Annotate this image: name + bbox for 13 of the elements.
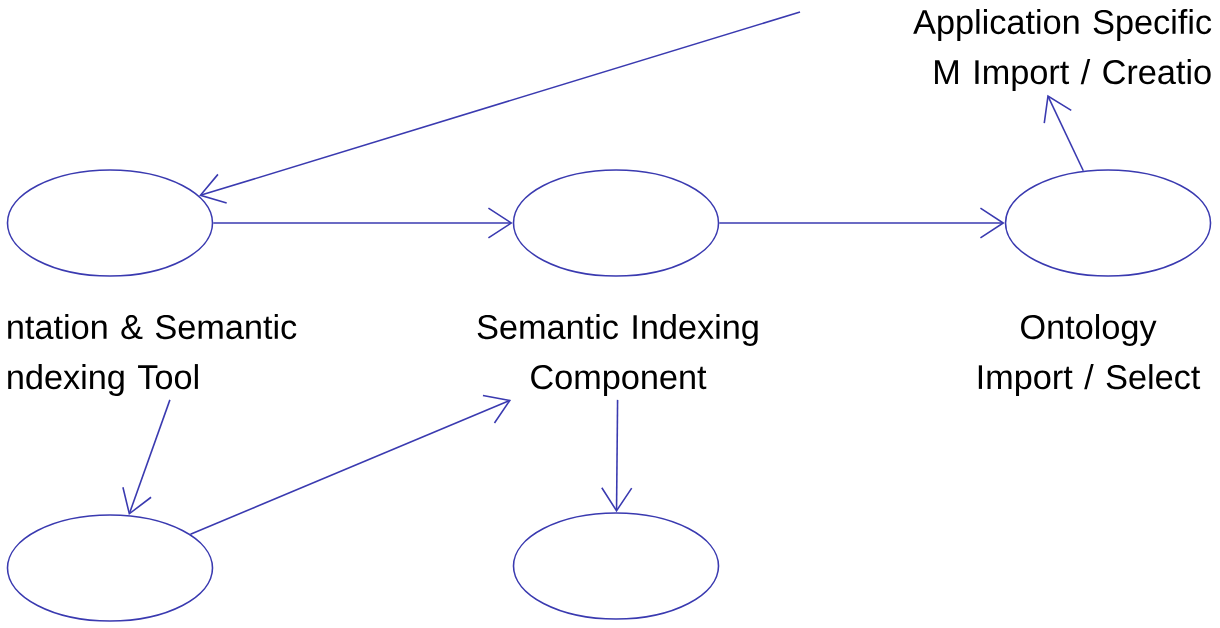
- arrow: [212, 207, 513, 239]
- node-label: Ontology Import / Select: [978, 314, 1201, 396]
- arrow: [199, 11, 801, 204]
- ellipse: [6, 514, 214, 622]
- node-text: Application Specific M Import / Creatio: [913, 9, 1212, 91]
- arrow: [601, 399, 633, 513]
- node-label: Semantic Indexing Component: [477, 314, 758, 396]
- arrow: [122, 399, 171, 516]
- arrow: [1043, 94, 1085, 172]
- arrow: [189, 394, 512, 536]
- ellipse: [512, 512, 720, 620]
- arrow: [718, 207, 1005, 239]
- node-label: ntation & Semantic ndexing Tool: [8, 314, 297, 396]
